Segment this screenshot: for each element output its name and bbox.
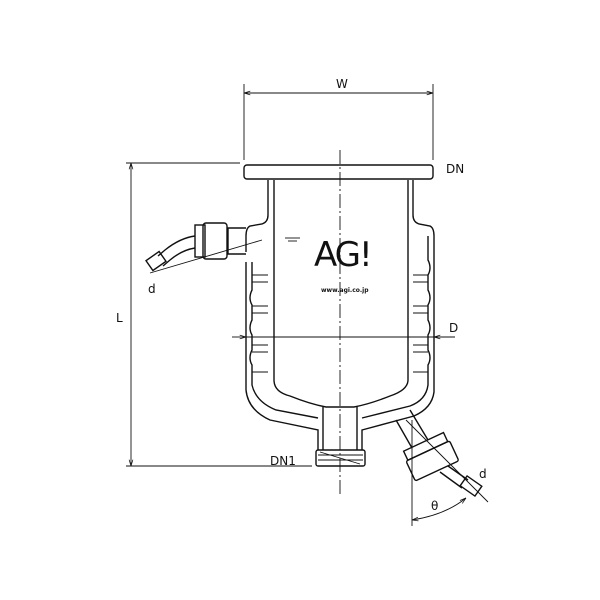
left-hose-nozzle: d [145,222,263,296]
agi-logo: AG! www.agi.co.jp [314,235,373,294]
logo-mark: AG! [314,235,371,275]
jacket-diameter-label: D [449,321,458,335]
jacket [245,214,435,450]
jacket-diameter-dimension: D [232,321,458,337]
flange-bottom-label: DN1 [270,454,296,468]
length-dimension: L [116,162,312,467]
length-label: L [116,311,123,325]
width-dimension: W [243,77,434,160]
angle-label: θ [431,499,438,513]
hose-right-label: d [479,467,487,481]
bottom-outlet-thread: DN1 [270,449,366,468]
flange-top-label: DN [446,162,464,176]
top-flange: DN [243,162,464,180]
right-bottom-hose-nozzle: d θ [395,409,489,526]
inner-vessel [267,180,414,450]
hose-left-label: d [148,282,156,296]
width-label: W [336,77,348,91]
liquid-level-symbol [285,237,300,242]
logo-url: www.agi.co.jp [321,287,369,294]
